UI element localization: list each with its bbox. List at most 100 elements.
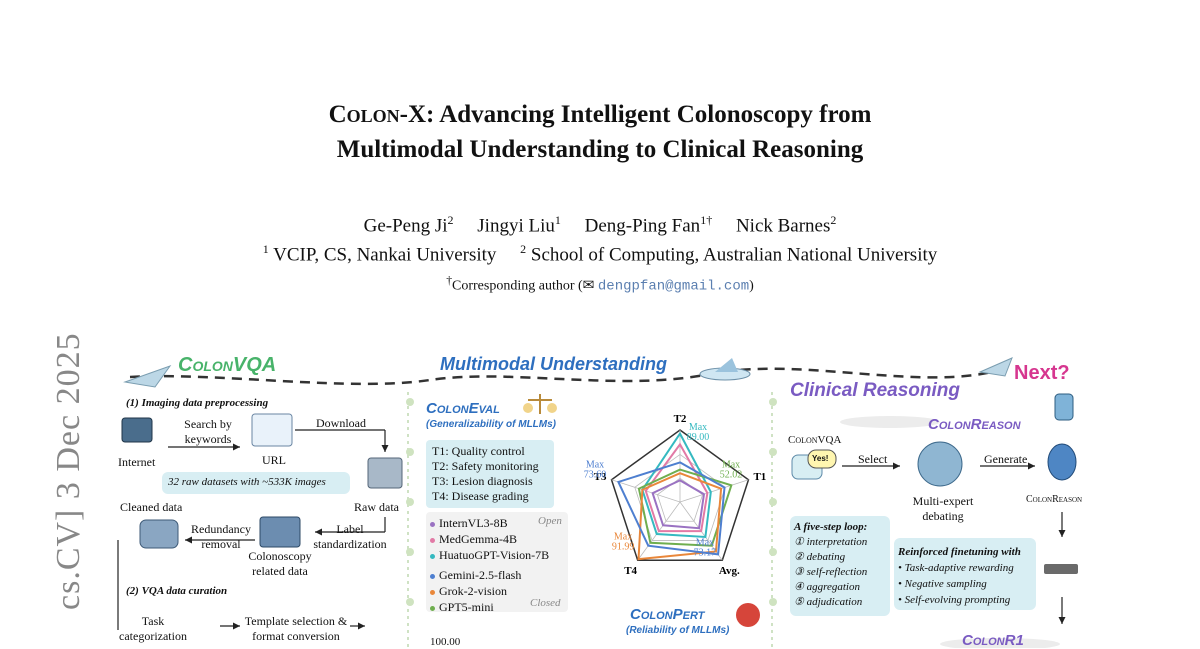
clinical-title: Clinical Reasoning [790,380,960,401]
paper-plane-icon [123,364,172,388]
model-name: Grok-2-vision [439,584,507,598]
colonreason-small: ColonReason [1026,494,1083,505]
task-cat-1: Task [141,614,165,628]
rft-title: Reinforced finetuning with [898,546,1021,558]
author-name: Jingyi Liu [477,215,555,237]
aff-num: 2 [520,242,527,256]
raw-datasets-note: 32 raw datasets with ~533K images [168,476,326,488]
task-item: T4: Disease grading [432,489,529,503]
paper-title-line1: Colon-X: Advancing Intelligent Colonosco… [0,98,1200,132]
author-list: Ge-Peng Ji2 Jingyi Liu1 Deng-Ping Fan1† … [0,213,1200,237]
figure-decor [117,357,1078,648]
radar-series-2 [637,468,733,547]
coloneval-sub: (Generalizability of MLLMs) [426,419,557,430]
radar-annotation-label: Max [722,460,740,471]
note-box [162,472,350,494]
mm-title: Multimodal Understanding [440,354,667,374]
radar-axis-label: T1 [753,471,766,483]
robot-icon [1054,393,1074,421]
model-legend: InternVL3-8B MedGemma-4B HuatuoGPT-Visio… [430,515,549,615]
model-name: InternVL3-8B [439,516,508,530]
model-name: HuatuoGPT-Vision-7B [439,548,550,562]
affiliation-list: 1 VCIP, CS, Nankai University 2 School o… [0,242,1200,266]
closed-label: Closed [530,597,561,609]
rft-item-text: Self-evolving prompting [904,594,1011,606]
redundancy-1: Redundancy [191,522,251,536]
author-aff: 1† [700,213,713,227]
radar-annotation-value: 52.02 [720,470,743,481]
cleaned-data-label: Cleaned data [120,500,183,514]
loop-step: ⑤ adjudication [794,596,863,608]
bottom-value: 100.00 [430,636,461,648]
colonr1-title: ColonR1 [962,632,1024,649]
multi-expert-1: Multi-expert [912,494,974,508]
task-item: T2: Safety monitoring [432,459,539,473]
arxiv-stamp-text: cs.CV] 3 Dec 2025 [50,332,87,610]
colonoscopy-data-1: Colonoscopy [248,549,312,563]
cloud [940,638,1060,648]
yes-bubble [807,449,837,469]
legend-dot [430,605,435,611]
experts-icon [917,441,963,487]
radar-annotation-label: Max [614,532,632,543]
hammer-icon [1044,564,1078,574]
radar-series-5 [651,479,706,530]
url-label: URL [262,453,286,467]
balance-scale-icon [523,394,557,414]
model-item: Gemini-2.5-flash [430,567,549,583]
radar-axis-label: T4 [624,565,637,577]
loop-step: ③ self-reflection [794,566,868,578]
coloneval-title: ColonEval [426,400,500,417]
model-item: GPT5-mini [430,599,549,615]
model-item: InternVL3-8B [430,515,549,531]
task-list: T1: Quality control T2: Safety monitorin… [432,444,539,504]
task-cat-2: categorization [119,629,187,643]
folder-icon [259,516,301,548]
radar-spoke [679,479,749,503]
redundancy-2: removal [201,537,241,551]
devil-icon [736,603,760,627]
author-aff: 1 [554,213,561,227]
legend-dot [430,521,435,527]
radar-series-3 [637,472,723,561]
images-icon [367,457,403,489]
template-label: Template selection &format conversion [240,614,352,644]
label-std-2: standardization [313,537,387,551]
multi-expert-2: debating [922,509,964,523]
radar-grid-ring [610,429,750,561]
model-name: MedGemma-4B [439,532,517,546]
database-stack-icon [1047,443,1077,481]
corr-prefix: Corresponding author ( [452,278,583,294]
browser-icon [251,413,293,447]
radar-axis-label: Avg. [719,565,740,577]
colonvqa-small: ColonVQA [788,434,842,446]
rft-item: • Self-evolving prompting [898,594,1011,606]
model-item: HuatuoGPT-Vision-7B [430,547,549,563]
search-label-2: keywords [184,432,232,446]
paper-title-line2: Multimodal Understanding to Clinical Rea… [336,136,864,163]
rft-item: • Negative sampling [898,578,987,590]
mail-icon: ✉ [582,278,595,294]
email-link[interactable]: dengpfan@gmail.com [597,278,750,295]
radar-annotation-value: 73.60 [584,470,607,481]
model-item: MedGemma-4B [430,531,549,547]
computer-icon [121,417,153,443]
yes-label: Yes! [812,454,829,463]
rft-item-text: Task-adaptive rewarding [904,562,1014,574]
radar-chart: T2T1Avg.T4T3Max89.00Max52.02Max73.60Max9… [584,413,767,577]
title-line1-rest: : Advancing Intelligent Colonoscopy from [426,101,872,128]
legend-dot [430,589,435,595]
affiliation: VCIP, CS, Nankai University [273,244,497,266]
rocket-icon [978,357,1013,377]
dagger: † [446,274,453,287]
colonvqa-title: ColonVQA [178,354,277,376]
radar-axis-label: T2 [674,413,687,425]
arxiv-stamp: cs.CV] 3 Dec 2025 [28,332,87,648]
model-name: Gemini-2.5-flash [439,568,522,582]
model-legend-box [426,512,568,612]
radar-annotation-label: Max [689,422,707,433]
